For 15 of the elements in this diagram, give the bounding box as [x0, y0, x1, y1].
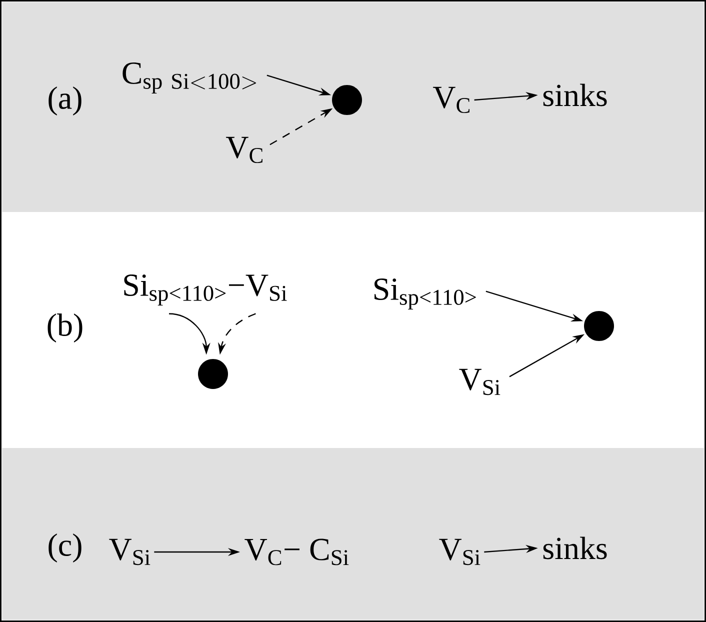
defect-label: sinks [543, 84, 607, 106]
dot [332, 85, 362, 115]
defect-label: Si$_{sp<110>}$−V$_{Si}$ [124, 274, 287, 306]
defect-label: V$_{Si}$ [459, 368, 500, 396]
dot [198, 359, 228, 389]
dot [584, 311, 614, 341]
defect-label: V$_{C}$ [226, 136, 262, 164]
defect-label: Si$_{sp<110>}$ [374, 278, 476, 310]
defect-label: $\mathrm{C}_{\mathrm{sp\ Si}<\mathrm{100}>}$ [122, 62, 256, 94]
panel-label: (b) [48, 313, 82, 342]
defect-label: sinks [543, 536, 607, 560]
defect-label: V$_{Si}$ [109, 538, 150, 566]
defect-label: V$_{C}$− C$_{Si}$ [244, 538, 349, 566]
defect-label: V$_{C}$ [433, 86, 470, 114]
defect-label: V$_{Si}$ [439, 538, 480, 566]
